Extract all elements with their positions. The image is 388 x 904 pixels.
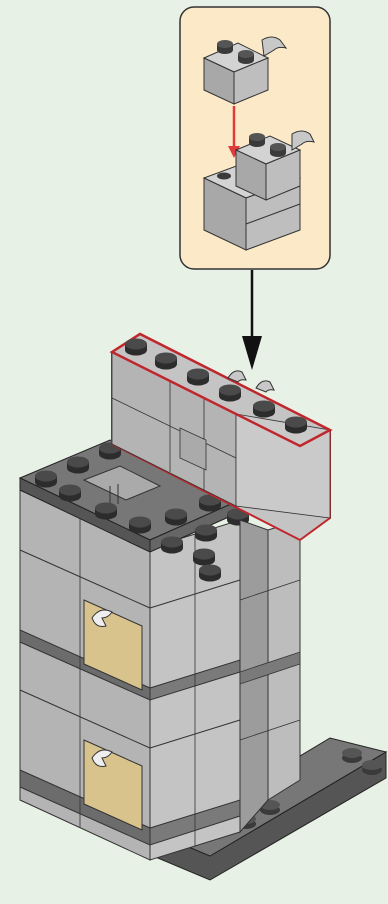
down-arrow-icon — [242, 270, 262, 370]
front-wall — [20, 490, 150, 860]
main-model — [20, 334, 386, 880]
side-wall — [150, 520, 240, 860]
callout-panel — [180, 7, 330, 269]
back-column — [240, 520, 300, 832]
